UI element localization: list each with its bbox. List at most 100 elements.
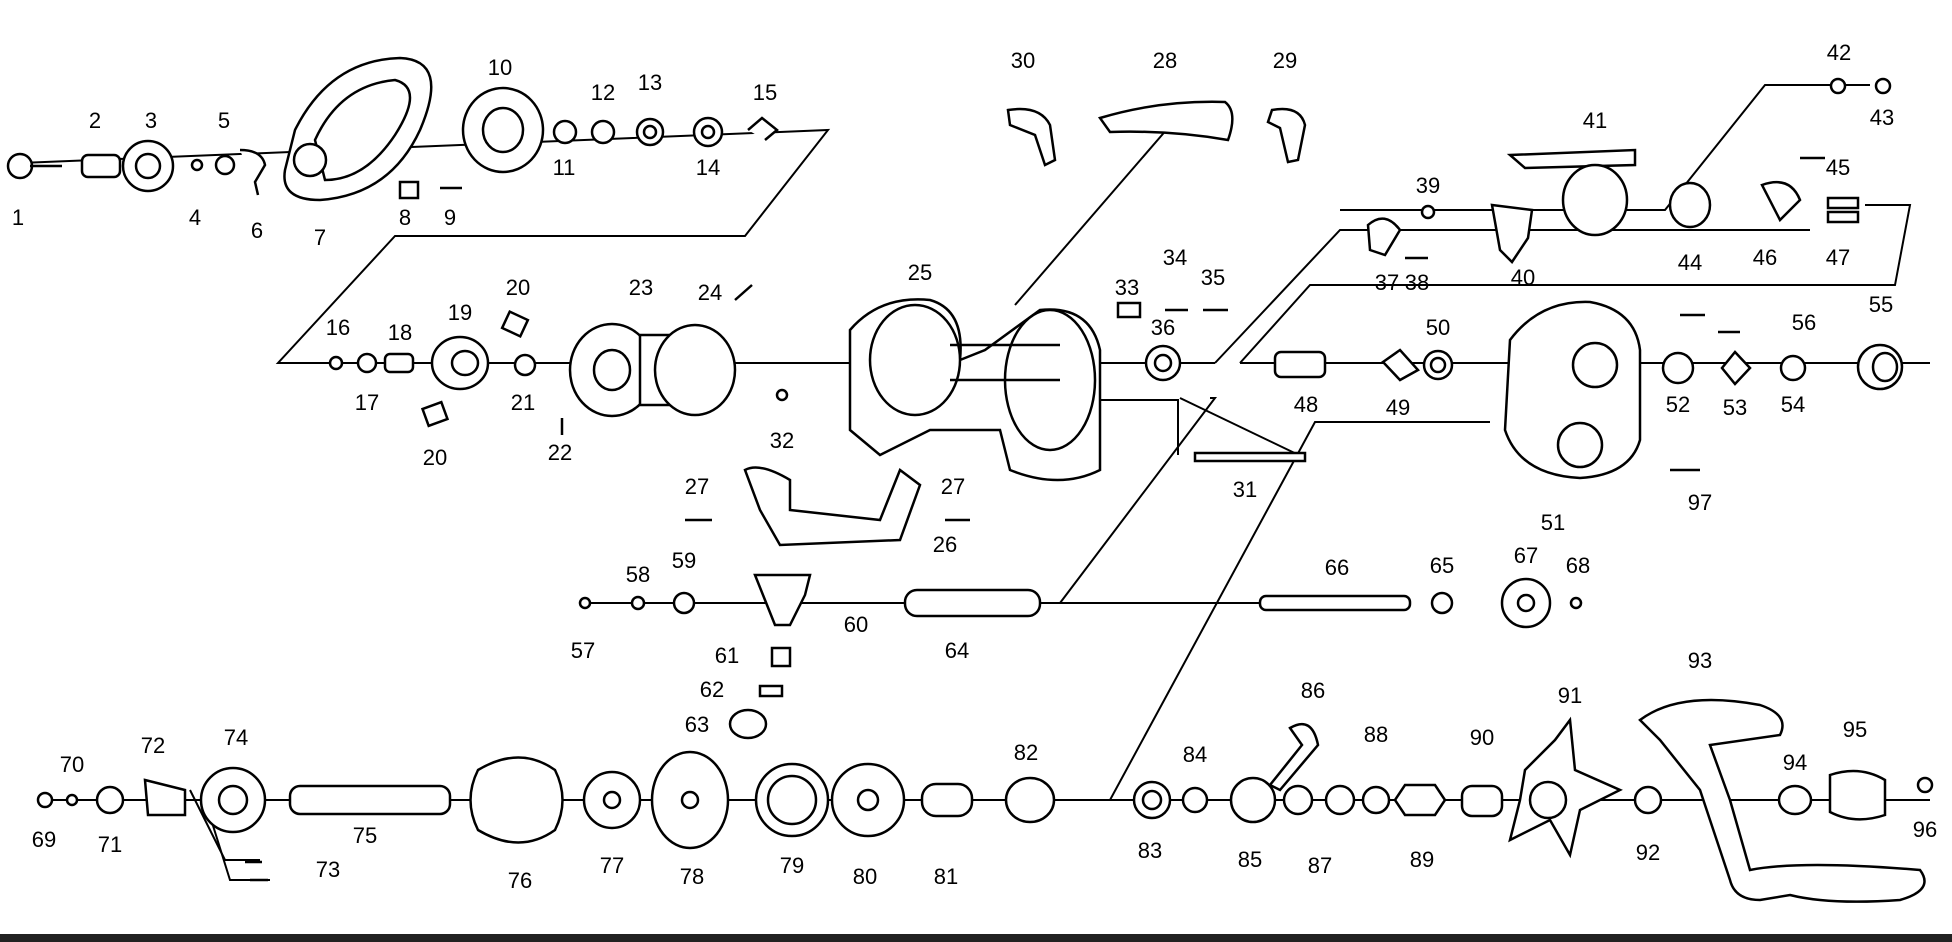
part-label-25-25: 25 [908, 260, 932, 285]
part-label-65-66: 65 [1430, 553, 1454, 578]
part-label-56-57: 56 [1792, 310, 1816, 335]
part-87-b [1324, 784, 1356, 816]
part-94 [1777, 784, 1813, 816]
part-75 [288, 784, 452, 816]
axis-line-sideplate [1214, 229, 1810, 364]
part-93 [1638, 698, 1926, 903]
part-label-88-89: 88 [1364, 722, 1388, 747]
part-label-90-91: 90 [1470, 725, 1494, 750]
part-label-57-58: 57 [571, 638, 595, 663]
part-label-89-90: 89 [1410, 847, 1434, 872]
part-59 [672, 591, 696, 615]
part-label-9-8: 9 [444, 205, 456, 230]
part-label-51-52: 51 [1541, 510, 1565, 535]
part-label-69-70: 69 [32, 827, 56, 852]
part-label-23-23: 23 [629, 275, 653, 300]
part-label-50-51: 50 [1426, 315, 1450, 340]
part-label-84-85: 84 [1183, 742, 1207, 767]
part-46 [1760, 180, 1802, 223]
part-66 [1258, 594, 1412, 612]
part-label-54-55: 54 [1781, 392, 1805, 417]
part-label-76-77: 76 [508, 868, 532, 893]
part-label-63-64: 63 [685, 712, 709, 737]
part-92 [1633, 785, 1663, 815]
part-44 [1668, 181, 1712, 229]
part-label-59-60: 59 [672, 548, 696, 573]
part-label-35-36: 35 [1201, 265, 1225, 290]
part-52 [1661, 351, 1695, 385]
part-label-1-0: 1 [12, 205, 24, 230]
part-label-11-10: 11 [553, 155, 576, 180]
part-label-44-45: 44 [1678, 250, 1702, 275]
part-label-53-54: 53 [1723, 395, 1747, 420]
part-89 [1393, 783, 1447, 817]
part-88 [1361, 785, 1391, 815]
part-label-26-26: 26 [933, 532, 957, 557]
part-label-58-59: 58 [626, 562, 650, 587]
part-29 [1266, 107, 1307, 164]
part-label-93-94: 93 [1688, 648, 1712, 673]
part-6 [239, 148, 267, 196]
part-87-a [1282, 784, 1314, 816]
part-label-17-16: 17 [355, 390, 379, 415]
part-label-71-72: 71 [98, 832, 122, 857]
part-85 [1229, 776, 1277, 824]
part-70 [65, 793, 79, 807]
part-71 [95, 785, 125, 815]
part-label-6-5: 6 [251, 218, 263, 243]
part-20-bottom [420, 400, 450, 428]
part-65 [1430, 591, 1454, 615]
part-label-2-1: 2 [89, 108, 101, 133]
part-label-37-38: 37 [1375, 270, 1399, 295]
part-label-68-69: 68 [1566, 553, 1590, 578]
part-label-15-14: 15 [753, 80, 777, 105]
part-label-12-11: 12 [591, 80, 615, 105]
part-label-29-30: 29 [1273, 48, 1297, 73]
leader-lines [19, 84, 1930, 881]
part-label-81-82: 81 [934, 864, 958, 889]
part-24 [734, 284, 753, 301]
part-label-5-4: 5 [218, 108, 230, 133]
part-11 [552, 119, 578, 145]
part-41 [1506, 148, 1637, 170]
part-60 [753, 573, 812, 627]
part-label-48-49: 48 [1294, 392, 1318, 417]
part-86 [1268, 722, 1320, 792]
part-label-82-83: 82 [1014, 740, 1038, 765]
part-2 [80, 153, 122, 179]
part-label-31-32: 31 [1233, 477, 1257, 502]
part-label-4-3: 4 [189, 205, 201, 230]
part-label-95-96: 95 [1843, 717, 1867, 742]
axis-line-level-wind [1059, 397, 1218, 604]
part-drawings [6, 56, 1934, 903]
part-33 [1116, 301, 1142, 319]
part-48 [1273, 350, 1327, 379]
part-label-36-37: 36 [1151, 315, 1175, 340]
part-label-34-35: 34 [1163, 245, 1187, 270]
part-label-20-19: 20 [506, 275, 530, 300]
part-28 [1097, 100, 1234, 142]
part-label-21-21: 21 [511, 390, 535, 415]
part-69 [36, 791, 54, 809]
part-label-55-56: 55 [1869, 292, 1893, 317]
part-84 [1181, 786, 1209, 814]
axis-line-frame-diag [1014, 127, 1169, 306]
part-label-19-18: 19 [448, 300, 472, 325]
part-label-70-71: 70 [60, 752, 84, 777]
part-label-46-47: 46 [1753, 245, 1777, 270]
part-57 [578, 596, 592, 610]
part-32 [775, 388, 789, 402]
part-label-30-31: 30 [1011, 48, 1035, 73]
part-label-16-15: 16 [326, 315, 350, 340]
part-label-67-68: 67 [1514, 543, 1538, 568]
part-81 [920, 782, 974, 818]
axis-line-73 [189, 789, 260, 861]
part-label-74-75: 74 [224, 725, 248, 750]
part-label-62-63: 62 [700, 677, 724, 702]
part-label-61-62: 61 [715, 643, 739, 668]
part-label-27-27: 27 [685, 474, 709, 499]
axis-line-drive [40, 421, 1490, 801]
part-label-49-50: 49 [1386, 395, 1410, 420]
